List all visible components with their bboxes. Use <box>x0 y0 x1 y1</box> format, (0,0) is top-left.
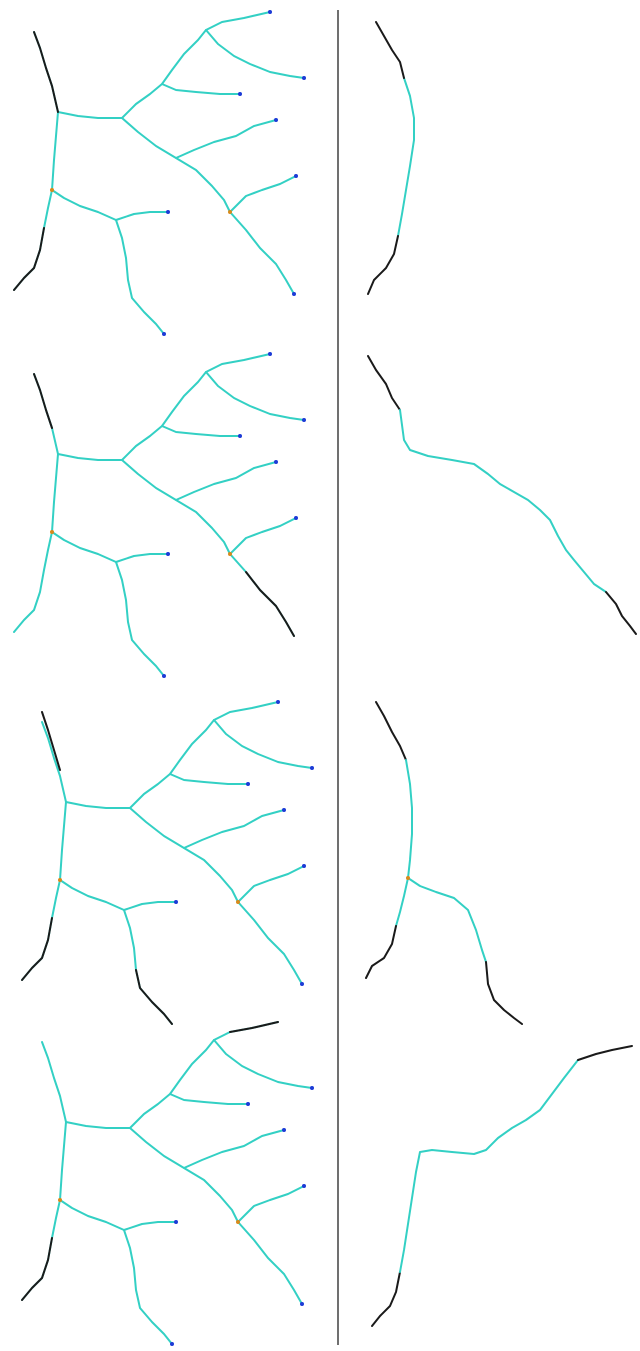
tip-node <box>294 174 298 178</box>
row1-right-path <box>368 22 414 294</box>
highlight-segment <box>14 228 44 290</box>
row3-right-subtree <box>366 702 522 1024</box>
row4-right-path <box>372 1046 632 1326</box>
row2-left-tree <box>14 352 306 678</box>
tip-node <box>292 292 296 296</box>
highlight-segment <box>34 374 52 428</box>
highlight-segment <box>22 918 52 980</box>
highlight-segment <box>42 712 60 770</box>
tip-node <box>166 210 170 214</box>
highlight-segment <box>230 1022 278 1032</box>
highlight-segment <box>34 32 58 112</box>
tip-node <box>274 118 278 122</box>
tip-node <box>238 92 242 96</box>
row1-left-tree <box>14 10 306 336</box>
row3-left-tree <box>22 700 314 1024</box>
highlight-segment <box>22 1238 52 1300</box>
row4-left-tree <box>22 1022 314 1346</box>
junction-node <box>50 188 54 192</box>
junction-node <box>406 876 410 880</box>
highlight-segment <box>246 572 294 636</box>
highlight-segment <box>136 970 172 1024</box>
tip-node <box>268 10 272 14</box>
junction-node <box>228 210 232 214</box>
tip-node <box>162 332 166 336</box>
row2-right-path <box>368 356 636 634</box>
tip-node <box>302 76 306 80</box>
